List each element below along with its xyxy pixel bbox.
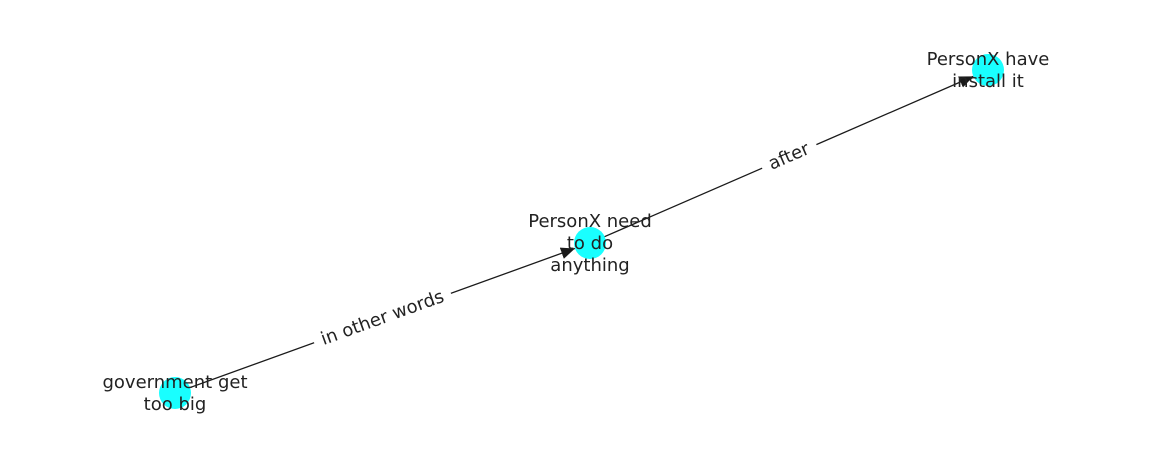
edge-in-other-words-label-bg	[309, 280, 456, 356]
node-personx-need-to-do-anything-label-line: PersonX need	[528, 211, 652, 232]
node-government-get-too-big-label-line: too big	[144, 394, 207, 415]
edge-in-other-words-label: in other words	[318, 286, 447, 350]
edge-after-label-group: after	[756, 132, 822, 181]
nodes-layer	[159, 54, 1004, 409]
node-government-get-too-big-label-line: government get	[102, 372, 247, 393]
node-personx-have-install-it-label-line: install it	[952, 71, 1024, 92]
node-personx-need-to-do-anything-circle	[574, 227, 606, 259]
node-personx-need-to-do-anything-label-line: to do	[567, 233, 613, 254]
node-personx-have-install-it-label-line: PersonX have	[927, 49, 1050, 70]
node-personx-have-install-it-circle	[972, 54, 1004, 86]
node-personx-need-to-do-anything-label-line: anything	[550, 255, 629, 276]
edge-in-other-words-label-group: in other words	[309, 280, 456, 356]
edge-after-label-bg	[756, 132, 822, 181]
node-government-get-too-big-circle	[159, 377, 191, 409]
